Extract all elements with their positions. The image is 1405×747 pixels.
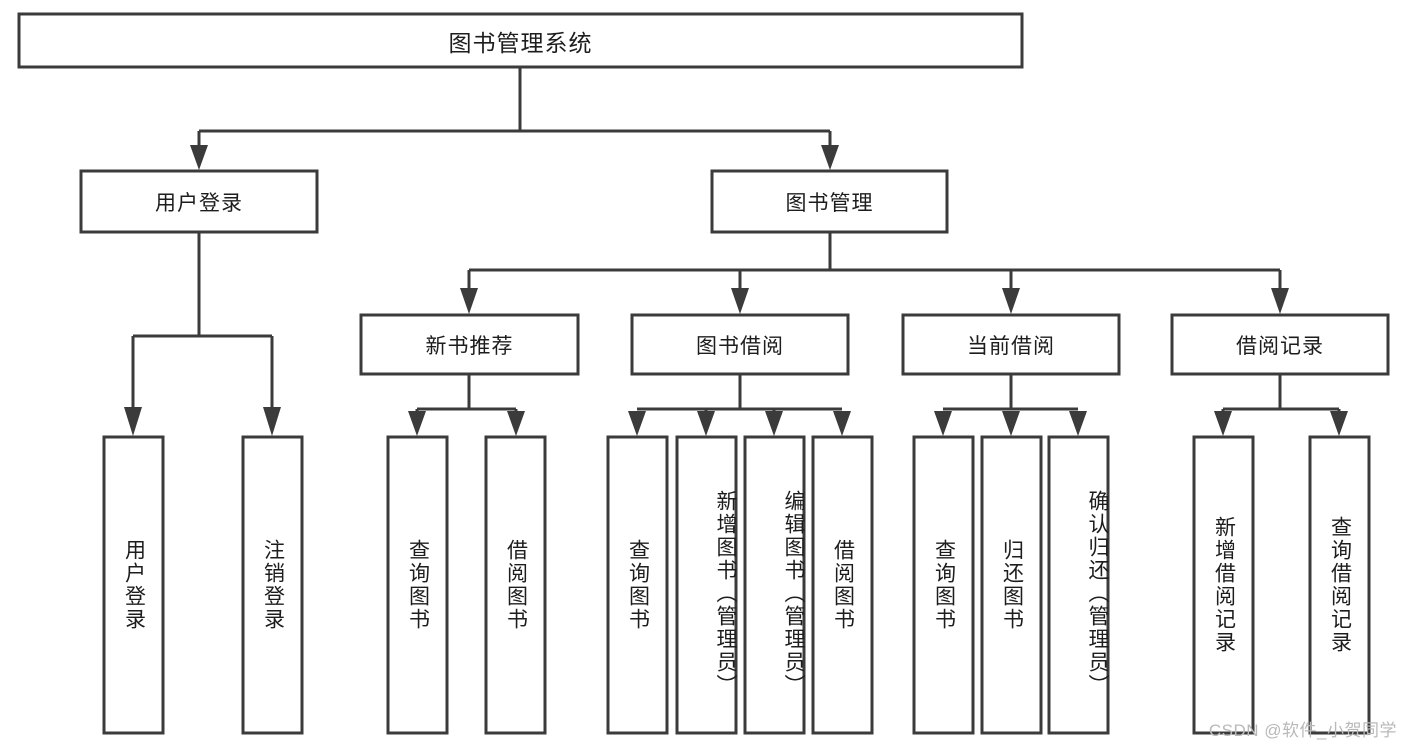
- arrow-head-leaf-query-book-3: [934, 411, 952, 436]
- arrow-head-user-login: [190, 145, 208, 170]
- node-box-leaf-confirm-return[interactable]: [1047, 435, 1110, 735]
- watermark-text: CSDN @软件_小贺同学: [1208, 721, 1397, 740]
- arrow-head-current-borrow: [1002, 288, 1020, 314]
- node-box-leaf-user-login[interactable]: [102, 435, 165, 735]
- node-box-leaf-return-book[interactable]: [980, 435, 1043, 735]
- arrow-head-leaf-add-record: [1214, 411, 1232, 436]
- arrow-head-leaf-return-book: [1002, 411, 1020, 436]
- node-box-leaf-query-book-1[interactable]: [386, 435, 449, 735]
- arrow-head-leaf-query-book-1: [408, 411, 426, 436]
- arrow-head-book-mgmt: [821, 145, 839, 170]
- arrow-head-leaf-query-book-2: [628, 411, 646, 436]
- node-box-leaf-edit-book[interactable]: [743, 435, 806, 735]
- node-box-book-management[interactable]: [710, 169, 949, 234]
- arrow-head-leaf-borrow-book-1: [507, 411, 525, 436]
- arrow-head-new-book: [460, 288, 478, 314]
- arrow-head-borrow-record: [1271, 288, 1289, 314]
- node-box-leaf-logout[interactable]: [241, 435, 304, 735]
- arrow-head-leaf-logout: [263, 407, 281, 436]
- node-box-current-borrow[interactable]: [901, 313, 1121, 376]
- node-box-leaf-query-book-3[interactable]: [912, 435, 975, 735]
- node-box-leaf-query-book-2[interactable]: [606, 435, 669, 735]
- arrow-head-book-borrow: [731, 288, 749, 314]
- node-box-leaf-add-record[interactable]: [1192, 435, 1255, 735]
- arrow-head-leaf-confirm-return: [1069, 411, 1087, 436]
- node-box-new-book-recommend[interactable]: [359, 313, 580, 376]
- node-box-leaf-query-record[interactable]: [1308, 435, 1371, 735]
- arrow-head-leaf-borrow-book-2: [833, 411, 851, 436]
- node-box-user-login[interactable]: [79, 169, 319, 234]
- node-box-leaf-borrow-book-2[interactable]: [811, 435, 874, 735]
- arrow-head-leaf-query-record: [1330, 411, 1348, 436]
- node-box-leaf-borrow-book-1[interactable]: [484, 435, 547, 735]
- arrow-head-leaf-add-book: [697, 411, 715, 436]
- arrow-head-leaf-edit-book: [765, 411, 783, 436]
- node-box-leaf-add-book[interactable]: [675, 435, 738, 735]
- arrow-head-leaf-user-login: [124, 407, 142, 436]
- node-box-borrow-record[interactable]: [1170, 313, 1390, 376]
- node-box-book-borrow[interactable]: [630, 313, 850, 376]
- node-box-root[interactable]: [17, 12, 1024, 69]
